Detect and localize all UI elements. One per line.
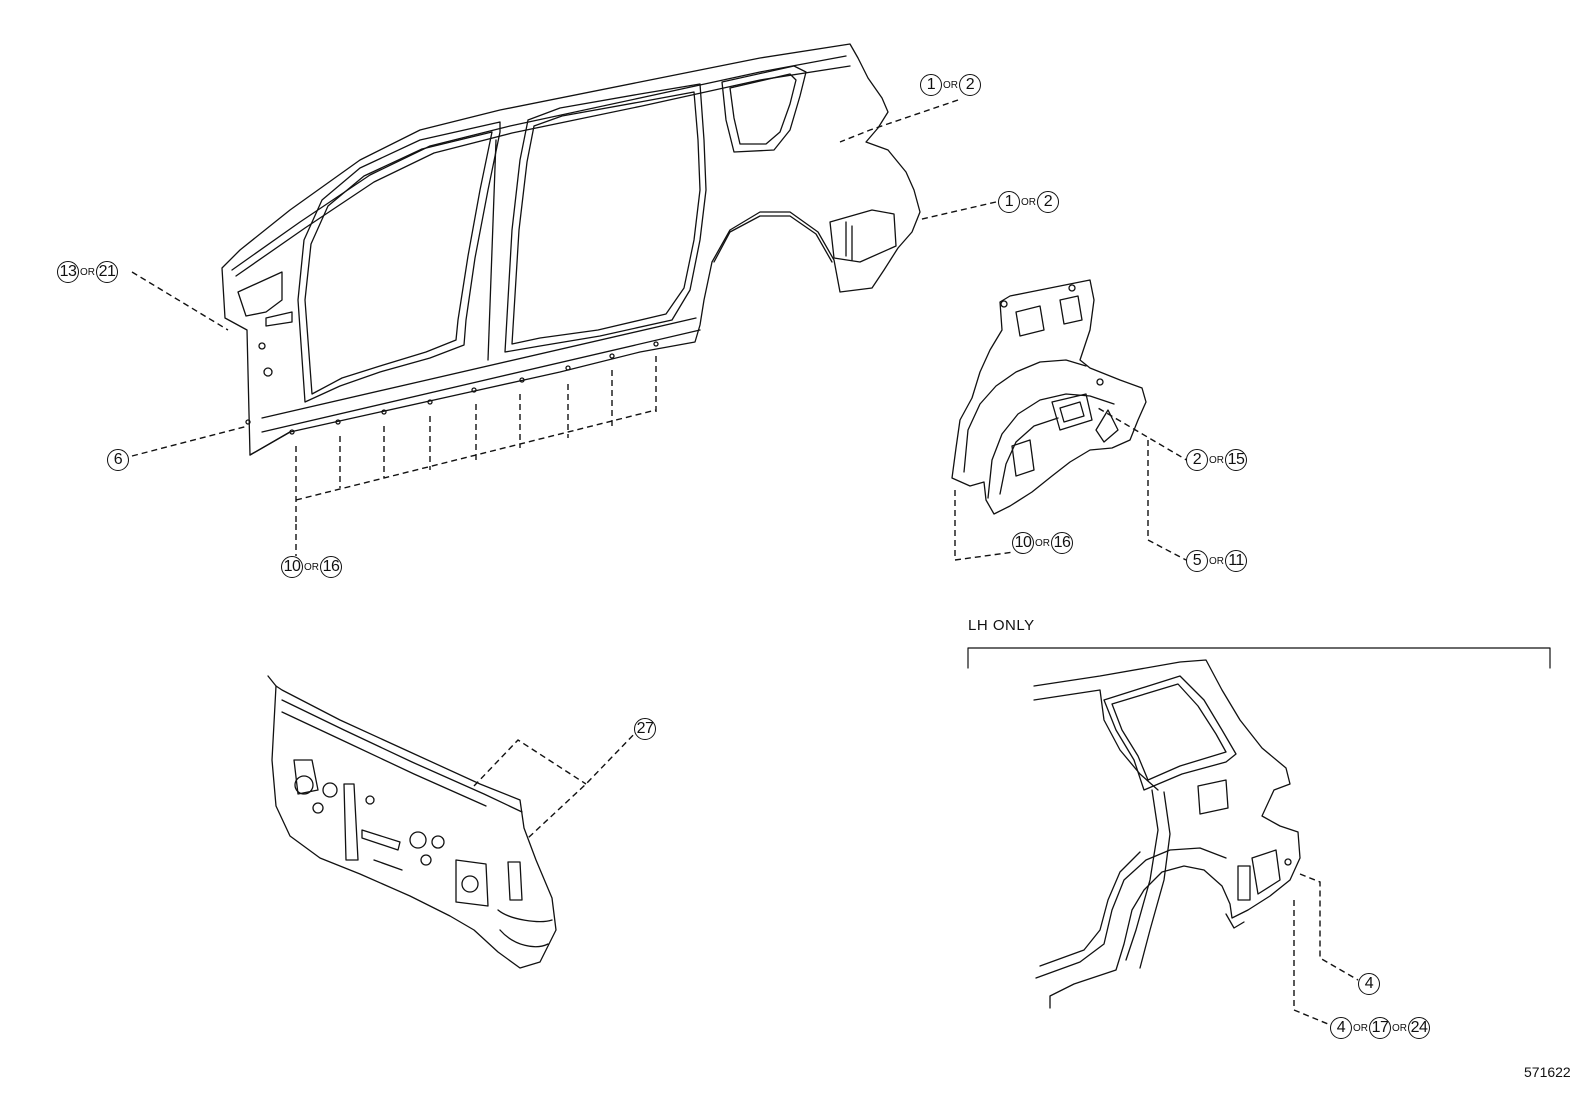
part-number: 21 [96, 261, 118, 283]
part-number: 1 [920, 74, 942, 96]
part-number: 4 [1330, 1017, 1352, 1039]
or-label: OR [1209, 454, 1224, 466]
part-number: 2 [1186, 449, 1208, 471]
callout-wheelhouse-lower-right: 5 OR 11 [1186, 550, 1247, 572]
or-label: OR [1392, 1022, 1407, 1034]
or-label: OR [1353, 1022, 1368, 1034]
part-number: 16 [1051, 532, 1073, 554]
part-number: 15 [1225, 449, 1247, 471]
part-number: 6 [107, 449, 129, 471]
part-number: 17 [1369, 1017, 1391, 1039]
part-number: 11 [1225, 550, 1247, 572]
callout-lh-lower: 4 OR 17 OR 24 [1330, 1017, 1430, 1039]
part-number: 4 [1358, 973, 1380, 995]
lh-quarter-panel-drawing [1033, 659, 1301, 1009]
callout-rocker-front: 6 [107, 449, 129, 471]
body-side-panel-drawing [221, 43, 921, 456]
or-label: OR [943, 79, 958, 91]
callout-wheelhouse-upper: 2 OR 15 [1186, 449, 1247, 471]
leader-lines [131, 99, 1359, 1025]
part-number: 5 [1186, 550, 1208, 572]
part-number: 24 [1408, 1017, 1430, 1039]
callout-lh-upper: 4 [1358, 973, 1380, 995]
or-label: OR [1021, 196, 1036, 208]
callout-wheelhouse-lower-left: 10 OR 16 [1012, 532, 1073, 554]
part-number: 13 [57, 261, 79, 283]
part-number: 2 [959, 74, 981, 96]
part-number: 10 [281, 556, 303, 578]
part-number: 1 [998, 191, 1020, 213]
or-label: OR [1035, 537, 1050, 549]
callout-front-pillar: 13 OR 21 [57, 261, 118, 283]
or-label: OR [80, 266, 95, 278]
or-label: OR [1209, 555, 1224, 567]
callout-quarter-upper: 1 OR 2 [920, 74, 981, 96]
part-number: 16 [320, 556, 342, 578]
or-label: OR [304, 561, 319, 573]
callout-cowl: 27 [634, 718, 656, 740]
lh-only-label: LH ONLY [968, 617, 1035, 634]
part-number: 10 [1012, 532, 1034, 554]
part-number: 2 [1037, 191, 1059, 213]
callout-quarter-rear: 1 OR 2 [998, 191, 1059, 213]
lh-only-bracket [967, 647, 1551, 669]
figure-number: 571622 [1524, 1064, 1571, 1080]
part-number: 27 [634, 718, 656, 740]
callout-rocker-lower: 10 OR 16 [281, 556, 342, 578]
cowl-panel-drawing [267, 675, 557, 969]
wheelhouse-drawing [951, 279, 1147, 515]
